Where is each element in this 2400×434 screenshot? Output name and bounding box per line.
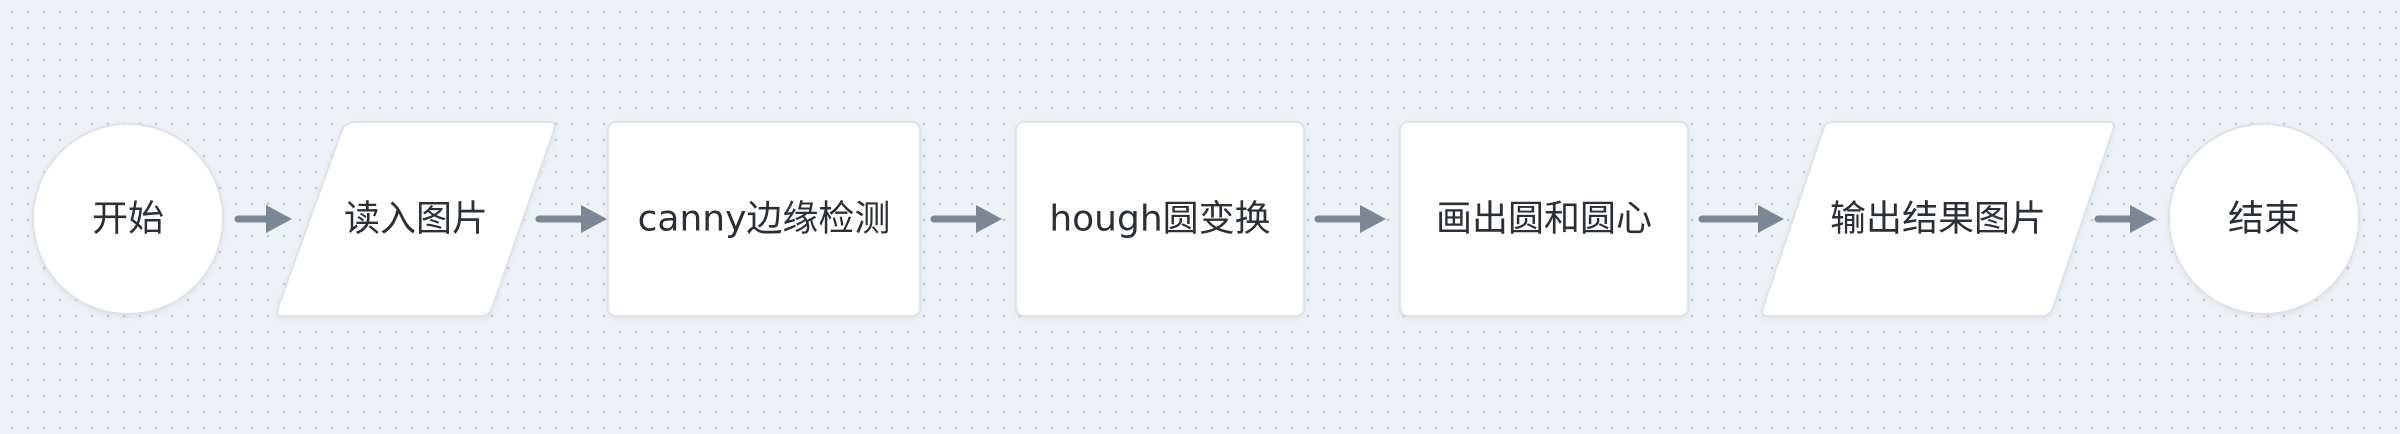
arrow-read-to-canny — [535, 205, 607, 233]
start-node[interactable]: 开始 — [32, 123, 224, 315]
canny-node[interactable]: canny边缘检测 — [607, 121, 921, 317]
start-node-shape — [32, 123, 224, 315]
canny-node-label: canny边缘检测 — [638, 199, 891, 240]
arrow-start-to-read — [234, 205, 292, 233]
edges-group — [234, 205, 2156, 233]
nodes-group: 开始 读入图片 canny边缘检测 hough圆变换 画出圆和圆心 输出结果图片 — [32, 121, 2360, 317]
canny-node-shape — [607, 121, 921, 317]
output-image-node[interactable]: 输出结果图片 — [1761, 121, 2115, 317]
output-image-node-shape — [1761, 121, 2115, 317]
arrow-hough-to-draw — [1314, 205, 1386, 233]
read-image-node[interactable]: 读入图片 — [276, 121, 556, 317]
output-image-node-label: 输出结果图片 — [1830, 199, 2046, 240]
read-image-node-shape — [276, 121, 556, 317]
end-node-label: 结束 — [2228, 199, 2300, 240]
draw-circles-node[interactable]: 画出圆和圆心 — [1399, 121, 1689, 317]
hough-node-shape — [1015, 121, 1305, 317]
read-image-node-label: 读入图片 — [344, 199, 488, 240]
draw-circles-node-shape — [1399, 121, 1689, 317]
arrow-draw-to-output — [1698, 205, 1784, 233]
draw-circles-node-label: 画出圆和圆心 — [1436, 199, 1652, 240]
hough-node-label: hough圆变换 — [1049, 199, 1270, 240]
start-node-label: 开始 — [92, 199, 164, 240]
hough-node[interactable]: hough圆变换 — [1015, 121, 1305, 317]
arrow-output-to-end — [2094, 205, 2156, 233]
end-node-shape — [2168, 123, 2360, 315]
end-node[interactable]: 结束 — [2168, 123, 2360, 315]
arrow-canny-to-hough — [930, 205, 1002, 233]
